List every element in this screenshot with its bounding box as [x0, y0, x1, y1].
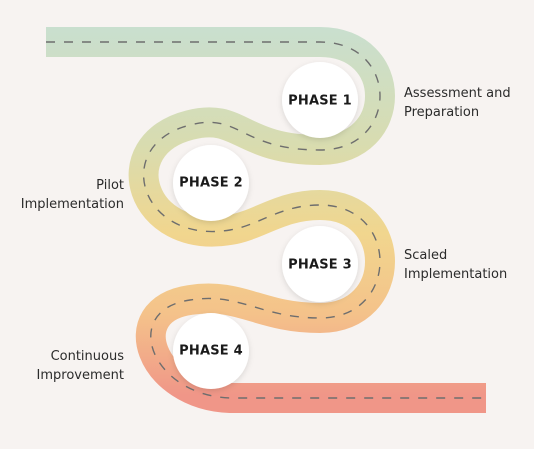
phase-1-description-line-1: Assessment and	[404, 86, 511, 101]
phase-3-description-line-2: Implementation	[404, 267, 508, 282]
phase-4-circle	[173, 313, 249, 389]
phase-4-description-line-2: Improvement	[36, 368, 124, 383]
phase-2-description-line-1: Pilot	[96, 178, 124, 193]
phase-4-description: Continuous Improvement	[37, 347, 124, 385]
phase-1-description-line-2: Preparation	[404, 105, 480, 120]
road-center-dashes	[46, 41, 486, 399]
phase-1-circle	[282, 62, 358, 138]
phase-4-description-line-1: Continuous	[50, 349, 124, 364]
phase-2-description-line-2: Implementation	[20, 197, 124, 212]
phase-2-description: Pilot Implementation	[21, 176, 124, 214]
phase-1-description: Assessment and Preparation	[404, 84, 511, 122]
phase-2-label: PHASE 2	[179, 175, 243, 191]
phase-4-label: PHASE 4	[179, 343, 243, 359]
phase-3-label: PHASE 3	[288, 257, 352, 273]
phase-3-description-line-1: Scaled	[404, 248, 448, 263]
phase-3-description: Scaled Implementation	[404, 246, 507, 284]
phase-2-circle	[173, 145, 249, 221]
phase-3-circle	[282, 226, 358, 302]
phase-1-label: PHASE 1	[288, 93, 352, 109]
